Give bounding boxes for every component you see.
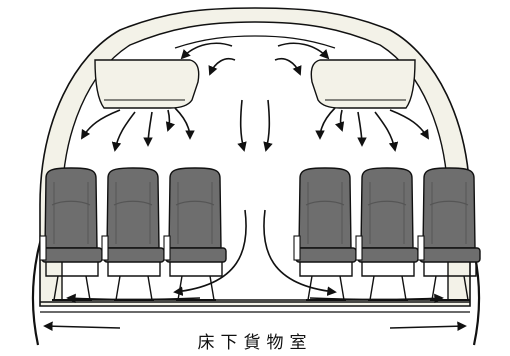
ceiling-panel: [174, 35, 336, 49]
cargo-hold-label: 床下貨物室: [197, 333, 313, 353]
left-seat-row: [39, 167, 227, 301]
left-seat-3: [163, 167, 227, 301]
bottom-left-arrow: [43, 321, 121, 332]
airflow-arrows: [66, 42, 444, 304]
right-seat-row: [293, 167, 481, 301]
left-overhead-bin: [94, 59, 200, 109]
right-overhead-bin: [310, 59, 416, 109]
right-seat-3: [417, 167, 481, 301]
left-seat-1: [39, 167, 103, 301]
bottom-right-arrow: [389, 321, 467, 332]
